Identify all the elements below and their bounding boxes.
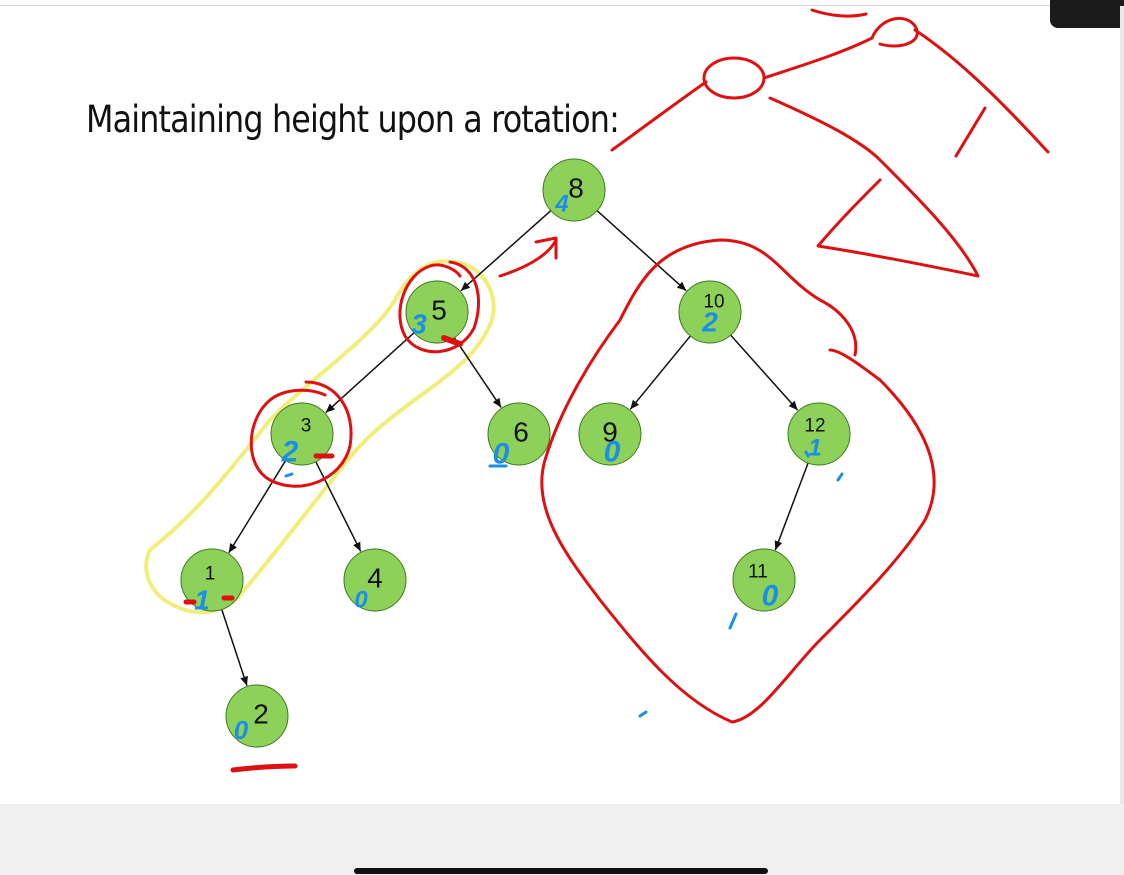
tree-node-3: 32 [270,402,334,469]
tree-edge-5-6 [452,335,502,408]
node-label: 11 [748,562,768,583]
red-ink-annotations [183,8,1050,773]
node-label: 2 [253,699,269,730]
node-label: 9 [602,417,618,448]
blue-ink-mark [804,450,810,458]
height-annotation: 4 [554,191,568,218]
node-circle [542,158,606,222]
tree-edge-12-11 [774,460,810,551]
node-circle [787,402,851,466]
height-annotation: 2 [281,436,299,469]
blue-ink-mark [836,472,844,482]
blue-ink-mark [284,472,294,478]
node-label: 6 [513,417,529,448]
blue-ink-mark [728,612,738,630]
node-circle [225,684,289,748]
height-annotation: 3 [411,309,427,340]
tree-edge-8-5 [460,208,553,292]
node-label: 8 [568,173,584,204]
red-ink-right-subtree-loop [540,238,936,724]
red-ink-rotation-arrowhead [534,236,558,260]
red-ink-sketch-arm [610,80,708,152]
tree-node-11: 110 [732,548,796,613]
tree-node-1: 11 [180,548,244,616]
height-annotation: 0 [604,436,621,469]
node-circle [578,402,642,466]
red-ink-circle-5 [398,260,481,354]
tree-edge-10-9 [629,333,693,410]
slide-title: Maintaining height upon a rotation: [86,98,620,141]
tree-edge-3-4 [314,459,362,552]
node-label: 1 [205,564,216,585]
tree-node-9: 90 [578,402,642,469]
red-ink-sketch-tick [810,8,868,18]
node-circle [678,280,742,344]
tree-node-2: 20 [225,684,289,748]
home-indicator[interactable] [354,868,768,874]
node-circle [270,402,334,466]
node-circle [487,402,551,466]
node-label: 12 [804,416,825,437]
blue-ink-mark [638,710,648,718]
node-circle [343,548,407,612]
node-circle [732,548,796,612]
height-annotation: 0 [234,715,249,745]
red-ink-sketch-loop [702,56,766,100]
red-ink-sketch-line [768,96,980,278]
bottom-toolbar-area [0,804,1124,875]
camera-overlay [1050,0,1124,28]
red-ink-mark [441,335,463,347]
tree-edge-5-3 [325,330,416,414]
node-label: 10 [703,292,724,313]
height-annotation: 1 [194,585,210,616]
tree-node-6: 60 [487,402,551,471]
yellow-highlight [144,259,496,615]
red-ink-rotation-arrow [498,238,558,278]
tree-node-4: 40 [343,548,407,614]
right-edge-strip [1120,6,1124,804]
red-ink-underline [230,763,298,773]
tree-node-12: 121 [787,402,851,466]
height-annotation: 0 [354,587,368,614]
height-annotation: 2 [701,307,718,338]
tree-edge-1-2 [220,607,248,686]
top-divider [0,5,1124,6]
tree-node-5: 53 [405,280,469,344]
blue-ink-ticks [284,450,844,718]
tree-node-10: 102 [678,280,742,344]
tree-edge-10-12 [728,333,799,411]
node-label: 4 [367,563,383,594]
red-ink-circle-3 [249,380,353,488]
height-annotation: 0 [493,438,510,471]
red-ink-sketch-line [954,106,987,158]
tree-node-8: 84 [542,158,606,222]
node-circle [405,280,469,344]
height-annotation: 0 [762,580,779,613]
node-label: 3 [301,416,312,437]
tree-edges [220,208,810,686]
red-ink-sketch-line [913,28,1050,154]
node-label: 5 [431,295,447,326]
tree-edge-8-10 [595,208,687,292]
tree-edge-3-1 [228,458,288,554]
red-ink-sketch-curl [870,16,919,48]
red-ink-sketch-arm [762,36,874,80]
height-annotation: 1 [808,435,821,462]
